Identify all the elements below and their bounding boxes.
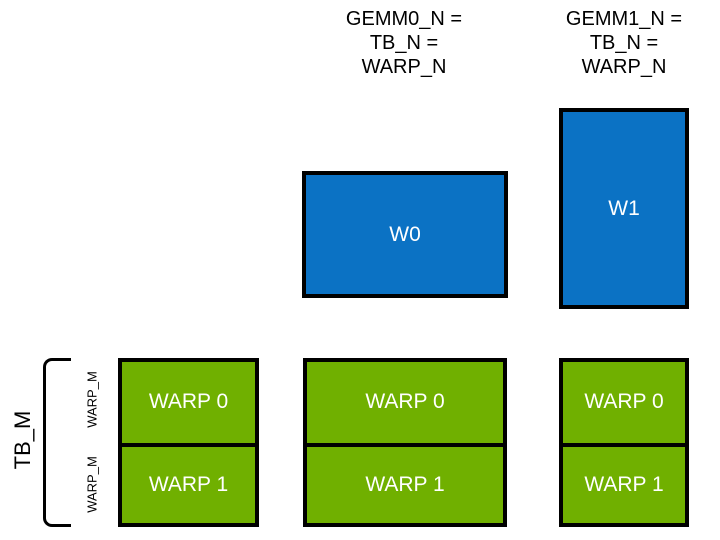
green-column-0: WARP 0 WARP 1 <box>118 358 259 527</box>
green-column-1: WARP 0 WARP 1 <box>303 358 507 527</box>
green-cell-warp1-label: WARP 1 <box>584 472 664 496</box>
green-cell-warp1: WARP 1 <box>563 442 685 524</box>
green-cell-warp0: WARP 0 <box>122 362 255 443</box>
tb-m-label: TB_M <box>10 410 35 470</box>
caption-gemm1-n: GEMM1_N = TB_N = WARP_N <box>565 8 683 78</box>
green-cell-warp0: WARP 0 <box>563 362 685 443</box>
green-cell-warp1-label: WARP 1 <box>148 472 229 496</box>
blue-tile-w1: W1 <box>559 108 689 309</box>
green-cell-warp1: WARP 1 <box>307 442 503 524</box>
blue-tile-w1-label: W1 <box>608 196 640 220</box>
green-cell-warp0-label: WARP 0 <box>584 390 664 414</box>
green-cell-warp0-label: WARP 0 <box>148 390 229 414</box>
green-cell-warp1-label: WARP 1 <box>365 472 445 496</box>
warp-m-label-bottom: WARP_M <box>84 456 100 513</box>
warp-m-label-top: WARP_M <box>84 371 100 428</box>
blue-tile-w0: W0 <box>302 171 508 298</box>
blue-tile-w0-label: W0 <box>389 222 421 246</box>
tb-m-bracket <box>43 358 71 527</box>
caption-gemm0-n: GEMM0_N = TB_N = WARP_N <box>345 8 463 78</box>
green-column-2: WARP 0 WARP 1 <box>559 358 689 527</box>
green-cell-warp0-label: WARP 0 <box>365 390 445 414</box>
green-cell-warp0: WARP 0 <box>307 362 503 443</box>
green-cell-warp1: WARP 1 <box>122 442 255 524</box>
